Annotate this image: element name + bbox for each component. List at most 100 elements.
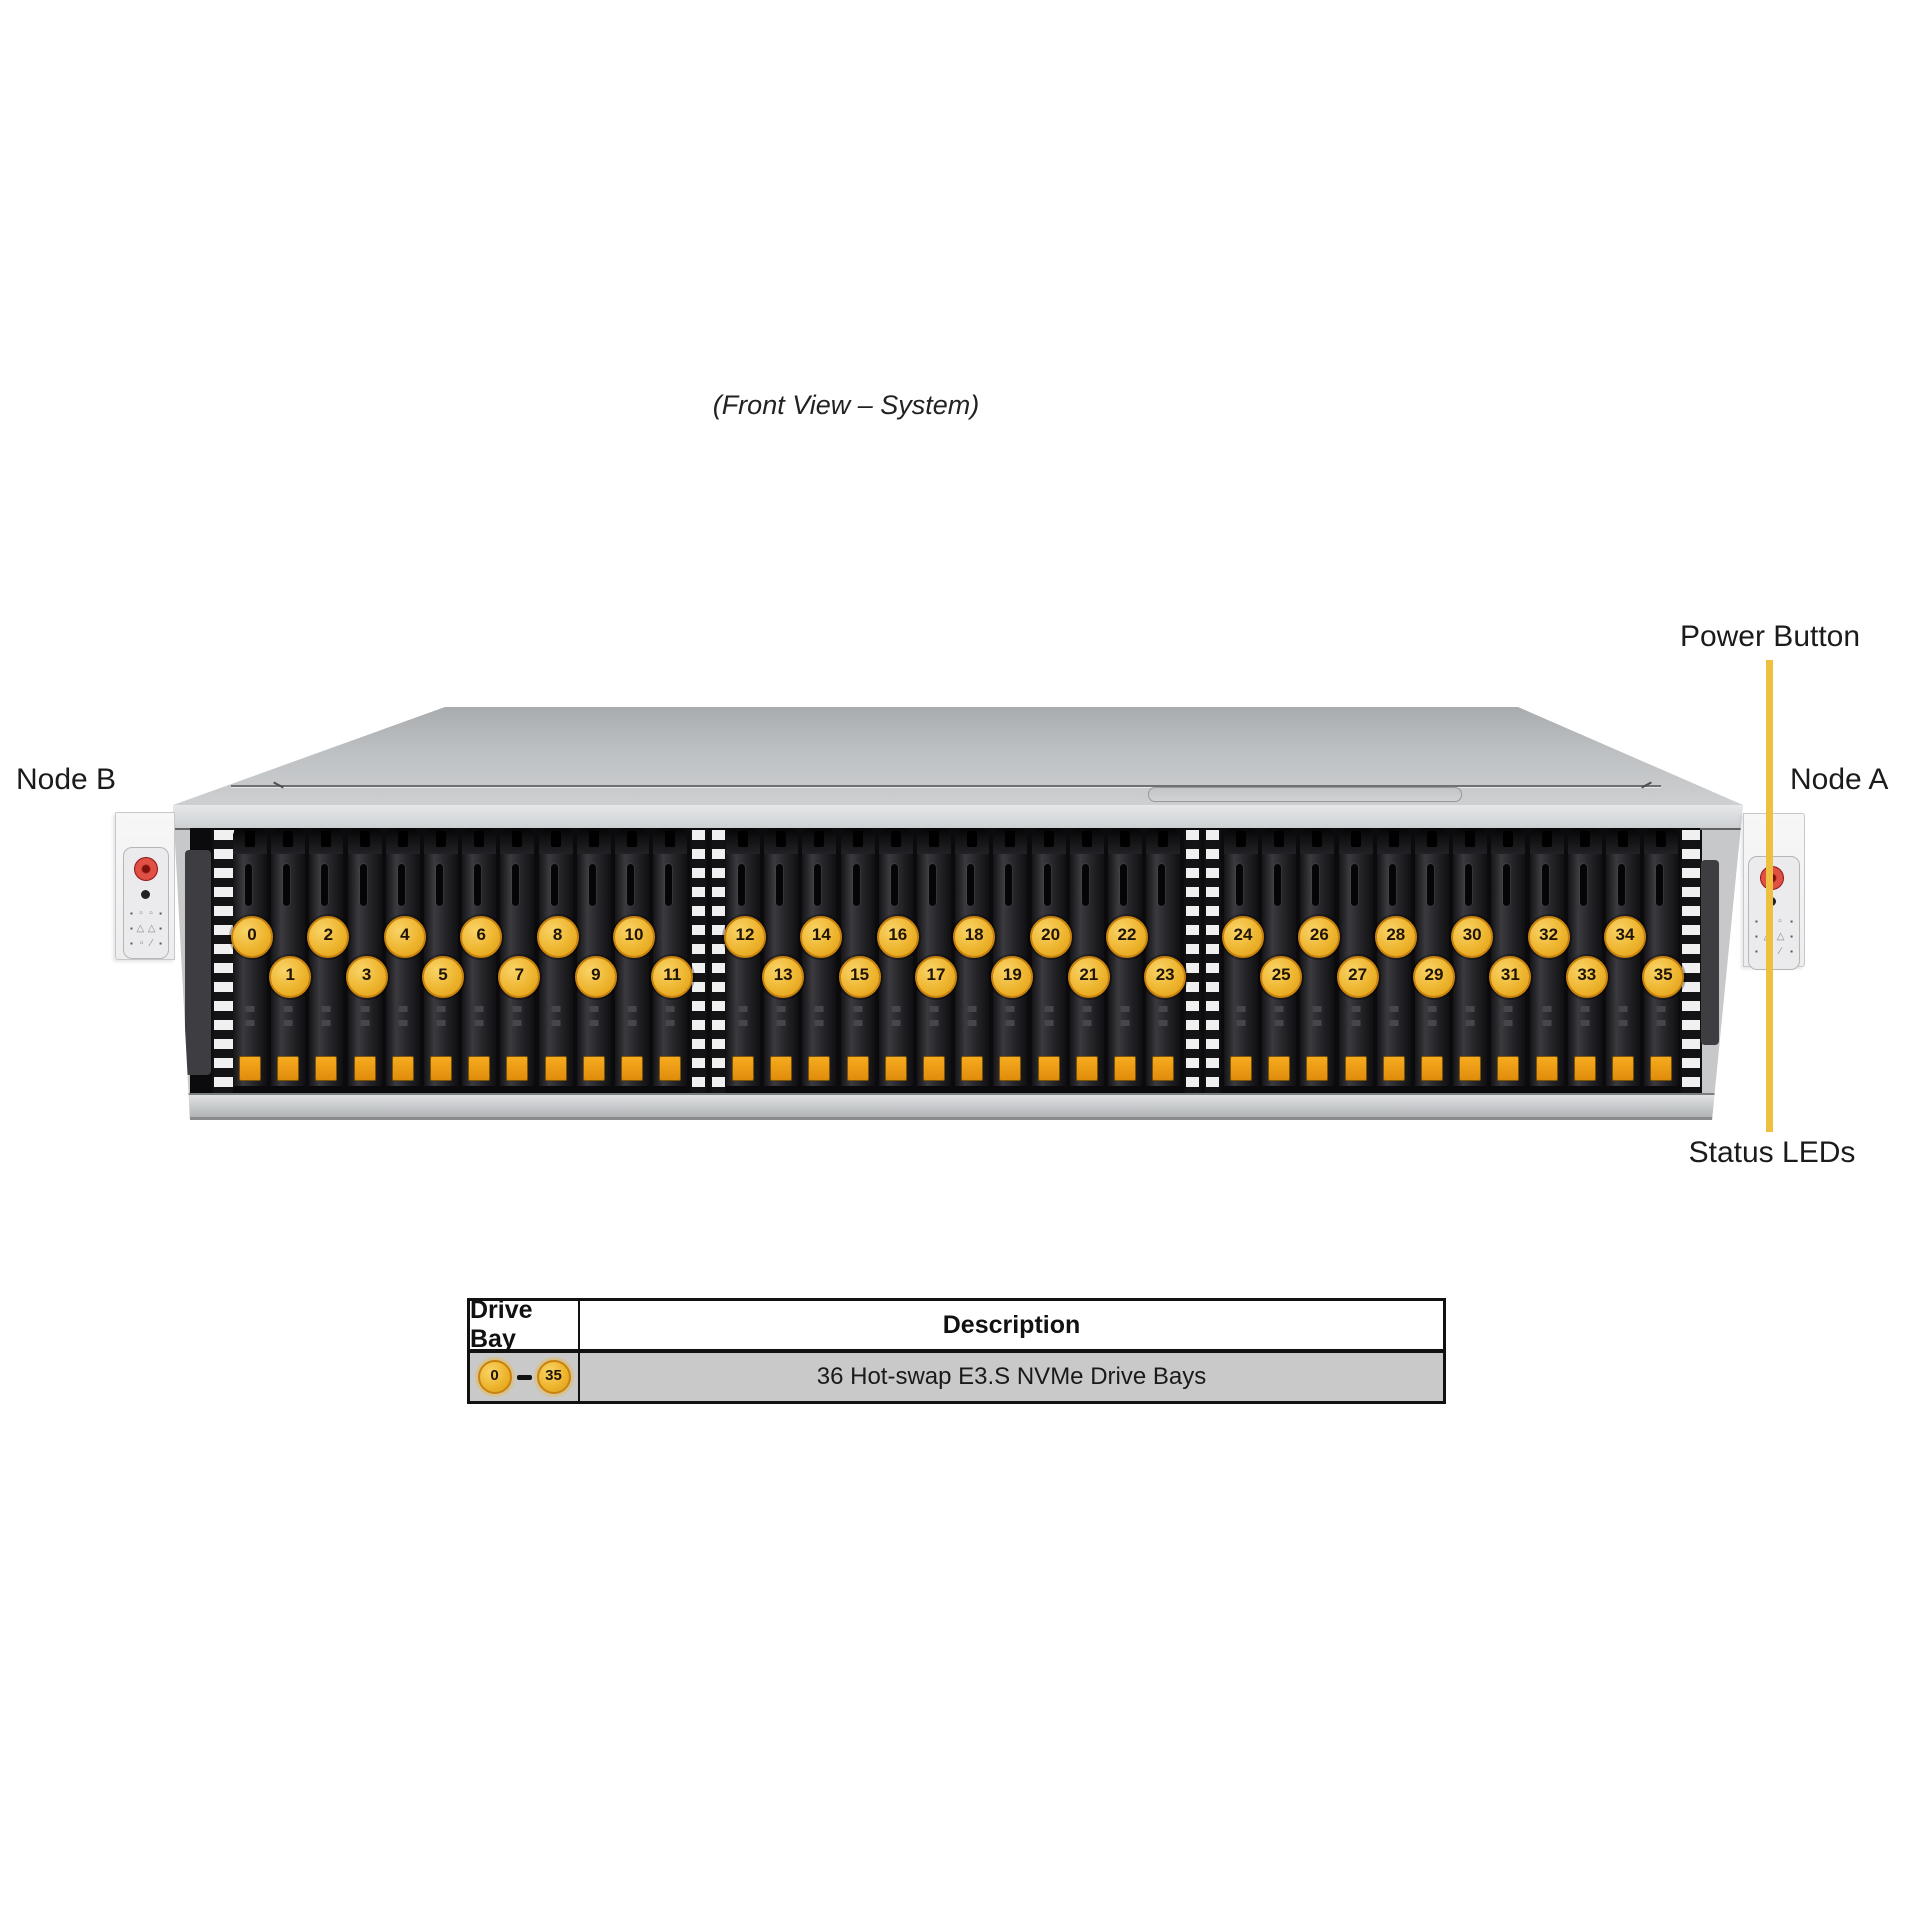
drive-detail [1503,1020,1513,1026]
drive-latch-icon[interactable] [544,1056,567,1081]
drive-bay-number-badge: 32 [1527,916,1570,958]
drive-latch-icon[interactable] [506,1056,529,1081]
drive-latch-icon[interactable] [582,1056,605,1081]
drive-latch-icon[interactable] [391,1056,414,1081]
drive-latch-icon[interactable] [1650,1056,1673,1081]
drive-detail [436,1020,446,1026]
drive-detail [627,1020,637,1026]
node-b-power-button-icon[interactable] [135,858,157,880]
status-led-icon: △ [136,922,145,934]
chassis-front-bezel [173,805,1743,830]
drive-latch-icon[interactable] [961,1056,984,1081]
drive-latch-icon[interactable] [1306,1056,1329,1081]
drive-bay-number-badge: 4 [383,916,426,958]
status-led-icon: ▫ [139,937,144,949]
drive-latch-icon[interactable] [468,1056,491,1081]
drive-detail [474,1020,484,1026]
drive-latch-icon[interactable] [1573,1056,1596,1081]
drive-bay-20[interactable] [1031,828,1066,1098]
drive-latch-icon[interactable] [1114,1056,1136,1081]
drive-detail [1618,864,1625,906]
table-header-description: Description [942,1310,1081,1339]
drive-bay-30[interactable] [1453,828,1488,1098]
drive-detail [436,831,446,847]
drive-bay-number-badge: 12 [724,916,766,958]
drive-detail [512,1006,522,1012]
drive-latch-icon[interactable] [1268,1056,1291,1081]
drive-detail [890,831,901,847]
drive-detail [436,864,443,906]
drive-detail [1580,1020,1590,1026]
status-led-icon: ▪ [130,923,133,933]
drive-detail [1618,1020,1628,1026]
drive-latch-icon[interactable] [1459,1056,1482,1081]
drive-latch-icon[interactable] [353,1056,376,1081]
drive-latch-icon[interactable] [732,1056,754,1081]
drive-latch-icon[interactable] [1535,1056,1558,1081]
drive-bay-2[interactable] [309,828,344,1098]
drive-bay-6[interactable] [462,828,497,1098]
drive-bay-14[interactable] [802,828,837,1098]
status-led-row: ▪▫∕▪ [1751,944,1797,959]
drive-detail [359,831,370,847]
drive-bay-26[interactable] [1300,828,1335,1098]
drive-latch-icon[interactable] [1230,1056,1252,1081]
drive-bay-18[interactable] [955,828,990,1098]
table-description: 36 Hot-swap E3.S NVMe Drive Bays [816,1363,1207,1390]
drive-latch-icon[interactable] [999,1056,1022,1081]
drive-latch-icon[interactable] [1421,1056,1443,1081]
drive-latch-icon[interactable] [1612,1056,1634,1081]
drive-detail [1465,1006,1475,1012]
drive-latch-icon[interactable] [808,1056,831,1081]
drive-detail [321,1006,331,1012]
drive-bay-0[interactable] [233,828,267,1098]
drive-latch-icon[interactable] [1382,1056,1405,1081]
drive-detail [1465,831,1476,847]
drive-latch-icon[interactable] [239,1056,261,1081]
drive-latch-icon[interactable] [659,1056,682,1081]
drive-latch-icon[interactable] [770,1056,793,1081]
drive-latch-icon[interactable] [1497,1056,1520,1081]
drive-bay-10[interactable] [615,828,649,1098]
drive-bay-4[interactable] [385,828,420,1098]
drive-detail [776,831,787,847]
drive-bay-28[interactable] [1376,828,1411,1098]
drive-latch-icon[interactable] [1344,1056,1367,1081]
drive-latch-icon[interactable] [1075,1056,1098,1081]
drive-latch-icon[interactable] [884,1056,907,1081]
status-led-icon: △ [147,922,156,934]
status-led-icon: ▪ [159,908,162,918]
drive-detail [1656,864,1664,906]
drive-latch-icon[interactable] [1152,1056,1175,1081]
chassis-label-plate [1148,787,1462,802]
drive-latch-icon[interactable] [1037,1056,1060,1081]
drive-bay-16[interactable] [878,828,913,1098]
drive-bay-22[interactable] [1108,828,1142,1098]
status-led-icon: ▪ [159,938,162,948]
drive-latch-icon[interactable] [277,1056,300,1081]
node-b-uid-button-icon[interactable] [141,890,150,899]
drive-latch-icon[interactable] [621,1056,643,1081]
drive-detail [1503,864,1511,906]
drive-detail [814,1020,824,1026]
drive-detail [1236,1020,1246,1026]
drive-detail [1120,1020,1130,1026]
drive-latch-icon[interactable] [315,1056,338,1081]
drive-detail [360,1020,370,1026]
drive-bay-24[interactable] [1224,828,1258,1098]
drive-bay-number-badge: 24 [1222,916,1264,958]
vent-ladder [710,830,727,1096]
drive-detail [929,864,936,906]
status-led-icon: ▫ [149,907,153,919]
drive-bay-32[interactable] [1529,828,1564,1098]
drive-bay-8[interactable] [538,828,573,1098]
drive-detail [627,1006,637,1012]
drive-bay-12[interactable] [726,828,760,1098]
drive-detail [321,831,332,847]
drive-detail [1350,864,1358,906]
drive-bay-34[interactable] [1606,828,1640,1098]
drive-latch-icon[interactable] [846,1056,869,1081]
drive-latch-icon[interactable] [923,1056,945,1081]
drive-latch-icon[interactable] [430,1056,452,1081]
drive-detail [1120,1006,1130,1012]
